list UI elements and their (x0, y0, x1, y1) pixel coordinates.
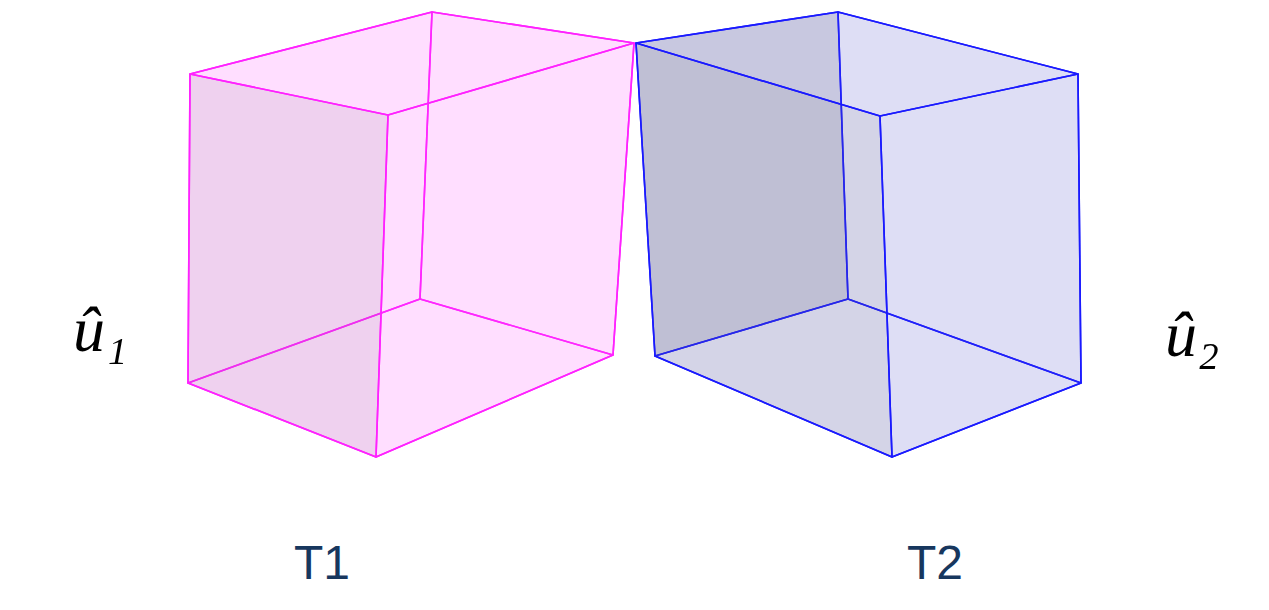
cube-face (636, 12, 1078, 116)
part-label: T2 (907, 535, 963, 590)
cube-face (880, 74, 1081, 457)
vector-symbol: û₁ (73, 293, 127, 367)
cube-face (190, 12, 634, 115)
cube-face (188, 74, 388, 457)
vector-symbol: û₂ (1165, 298, 1219, 372)
part-label: T1 (294, 535, 350, 590)
magenta-cube (188, 12, 634, 457)
blue-cube (636, 12, 1081, 457)
